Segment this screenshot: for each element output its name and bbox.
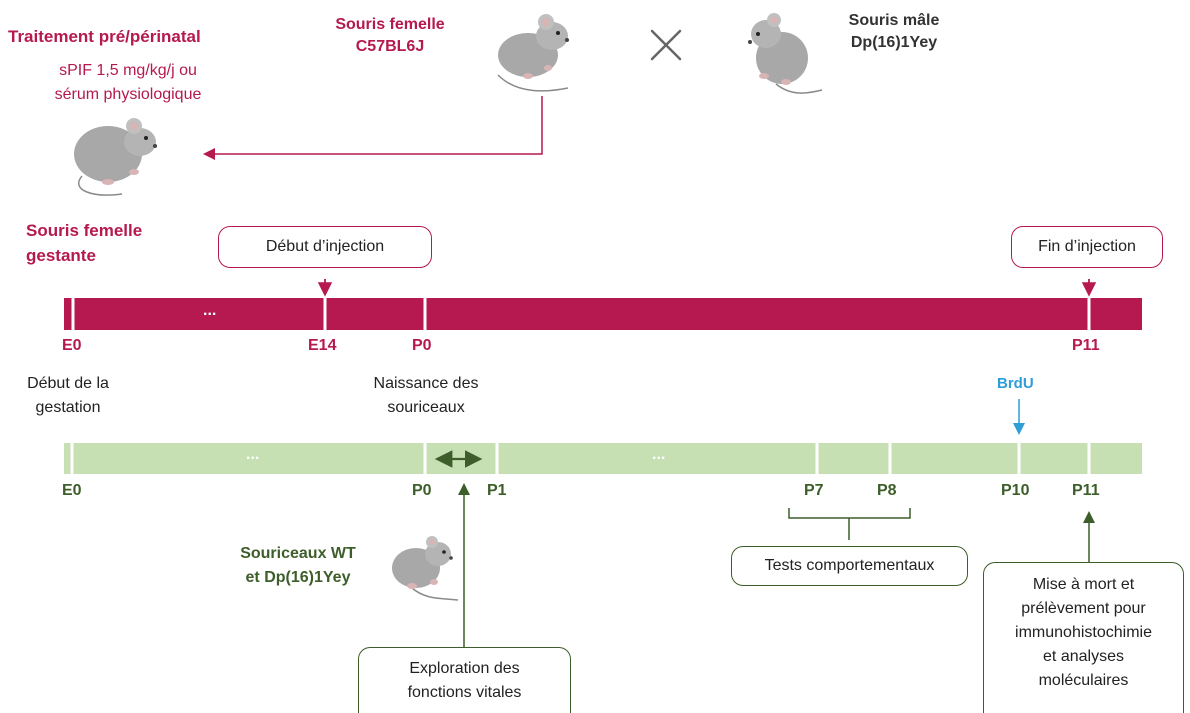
brdu-label: BrdU [997,375,1034,392]
label-bottom-p0: P0 [412,482,432,499]
timeline-top-ticks [71,296,1091,332]
pregnant-mouse-image [74,118,157,196]
timeline-top-ellipsis: ... [203,302,217,319]
sacrifice-line-4: et analyses [1043,648,1124,665]
cross-symbol [650,29,682,61]
pups-line-1: Souriceaux WT [240,545,356,562]
injection-end-box: Fin d’injection [1011,226,1163,268]
timeline-top-bar [64,298,1142,330]
male-dp-line-1: Souris mâle [848,12,940,29]
sacrifice-line-2: prélèvement pour [1021,600,1146,617]
gestation-start-note: Début de la gestation [8,372,128,420]
gestation-start-line-2: gestation [35,399,101,416]
pups-mouse-image [392,536,459,601]
treatment-line-1: sPIF 1,5 mg/kg/j ou [59,62,197,79]
label-bottom-e0: E0 [62,482,82,499]
female-to-pregnant-arrow [203,96,543,160]
vital-functions-box: Exploration des fonctions vitales [358,647,571,713]
label-top-e14: E14 [308,337,337,354]
treatment-description: sPIF 1,5 mg/kg/j ou sérum physiologique [18,59,238,107]
female-c57-label: Souris femelle C57BL6J [320,14,460,58]
sacrifice-line-3: immunohistochimie [1015,624,1152,641]
male-dp-mouse-image [748,13,823,94]
female-c57-line-2: C57BL6J [355,38,425,55]
label-top-p0: P0 [412,337,432,354]
vital-line-2: fonctions vitales [407,683,522,701]
pups-label: Souriceaux WT et Dp(16)1Yey [218,542,378,590]
timeline-bottom-bar [64,443,1142,474]
pups-line-2: et Dp(16)1Yey [245,569,351,586]
female-c57-line-1: Souris femelle [335,16,445,33]
birth-line-2: souriceaux [387,399,465,416]
label-bottom-p11: P11 [1072,482,1100,499]
timeline-bottom-ellipsis-1: ... [246,446,260,463]
birth-line-1: Naissance des [373,375,479,392]
gestation-start-line-1: Début de la [27,375,109,392]
timeline-bottom-ellipsis-2: ... [652,446,666,463]
label-bottom-p7: P7 [804,482,824,499]
sacrifice-line-1: Mise à mort et [1032,576,1135,593]
female-c57-mouse-image [497,14,569,92]
label-top-e0: E0 [62,337,82,354]
treatment-line-2: sérum physiologique [54,86,202,103]
male-dp-label: Souris mâle Dp(16)1Yey [834,10,954,54]
label-bottom-p1: P1 [487,482,507,499]
label-bottom-p8: P8 [877,482,897,499]
male-dp-line-2: Dp(16)1Yey [850,34,938,51]
pregnant-line-1: Souris femelle [26,221,143,240]
treatment-title: Traitement pré/périnatal [8,27,201,46]
sacrifice-line-5: moléculaires [1038,672,1129,689]
injection-start-box: Début d’injection [218,226,432,268]
label-bottom-p10: P10 [1001,482,1030,499]
pregnant-label: Souris femelle gestante [26,218,142,268]
label-top-p11: P11 [1072,337,1100,354]
behavior-tests-box: Tests comportementaux [731,546,968,586]
pregnant-line-2: gestante [26,246,96,265]
behavior-bracket [788,508,911,540]
vital-line-1: Exploration des [409,659,520,677]
sacrifice-box: Mise à mort et prélèvement pour immunohi… [983,562,1184,713]
birth-note: Naissance des souriceaux [355,372,497,420]
timeline-bottom-ticks [70,441,1091,476]
